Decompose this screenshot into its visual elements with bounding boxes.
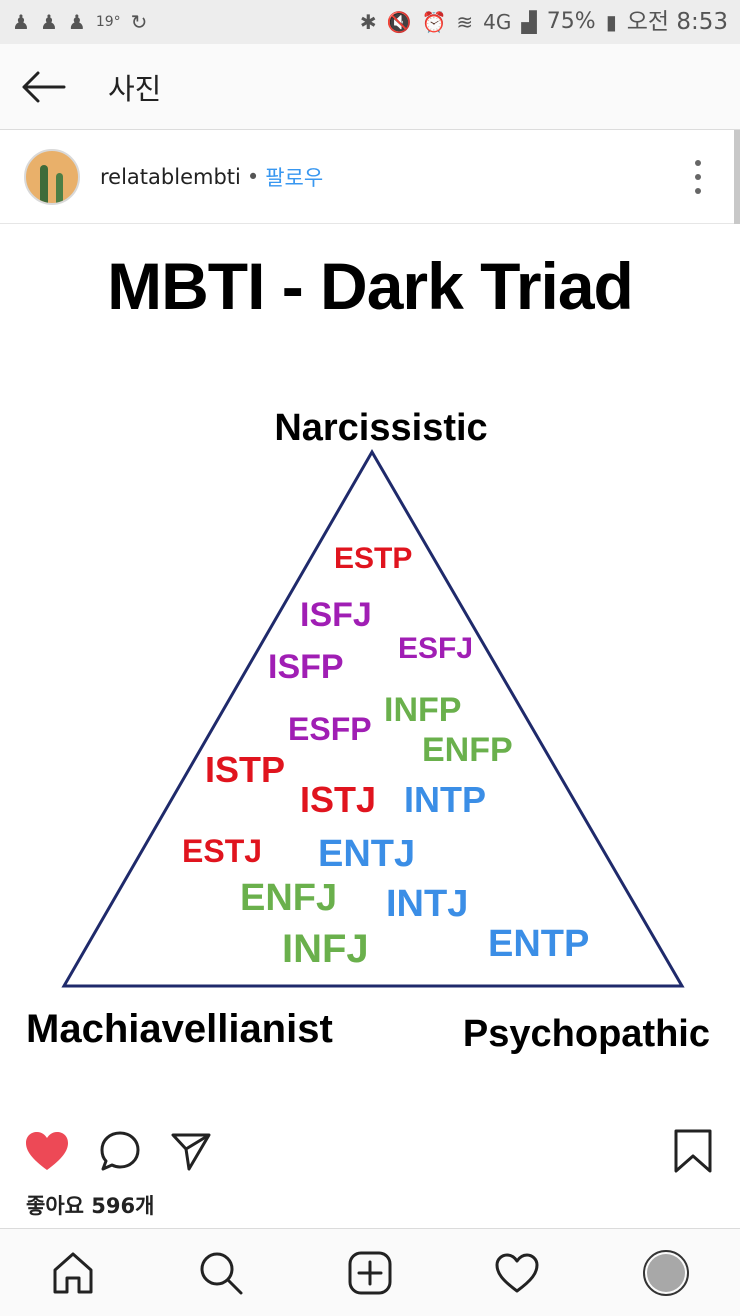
nav-profile[interactable] — [640, 1247, 692, 1299]
mbti-type-entj: ENTJ — [318, 833, 415, 875]
more-dots-icon — [695, 160, 701, 166]
bottom-nav — [0, 1228, 740, 1316]
comment-icon — [100, 1131, 140, 1171]
mbti-type-infp: INFP — [384, 691, 461, 729]
like-button[interactable] — [22, 1126, 72, 1176]
signal-icon: ▟ — [521, 10, 537, 34]
temperature-text: 19° — [95, 14, 121, 30]
comment-button[interactable] — [95, 1126, 145, 1176]
network-text: 4G — [483, 10, 512, 34]
mbti-type-isfp: ISFP — [268, 648, 344, 686]
send-icon — [171, 1133, 211, 1171]
save-button[interactable] — [668, 1126, 718, 1176]
mbti-type-esfp: ESFP — [288, 711, 372, 747]
follow-button[interactable]: 팔로우 — [265, 165, 324, 190]
triangle-outline — [61, 449, 685, 988]
update-icon: ↻ — [130, 10, 148, 34]
mbti-type-istj: ISTJ — [300, 779, 376, 820]
mbti-type-isfj: ISFJ — [300, 596, 372, 634]
mbti-type-infj: INFJ — [282, 927, 369, 971]
back-arrow-icon — [22, 71, 66, 102]
activity-heart-icon — [495, 1253, 539, 1293]
status-left: ♟ ♟ ♟ 19° ↻ — [12, 12, 147, 32]
mbti-type-intj: INTJ — [386, 883, 468, 925]
mbti-type-enfj: ENFJ — [240, 877, 337, 919]
nav-search[interactable] — [195, 1247, 247, 1299]
notification-icon: ♟ — [12, 10, 30, 34]
separator-dot: • — [246, 164, 260, 189]
mbti-type-intp: INTP — [404, 779, 486, 820]
heart-icon — [26, 1132, 68, 1170]
corner-label-bottom-right: Psychopathic — [463, 1013, 710, 1055]
bluetooth-icon: ✱ — [359, 10, 377, 34]
app-bar: 사진 — [0, 44, 740, 130]
battery-icon: ▮ — [605, 10, 617, 34]
page-title: 사진 — [108, 71, 162, 106]
battery-text: 75% — [546, 9, 596, 34]
home-icon — [53, 1252, 93, 1294]
nav-home[interactable] — [47, 1247, 99, 1299]
post-actions — [0, 1104, 740, 1194]
back-button[interactable] — [0, 44, 86, 130]
mbti-type-esfj: ESFJ — [398, 632, 473, 665]
more-options-button[interactable] — [688, 160, 708, 194]
nav-activity[interactable] — [491, 1247, 543, 1299]
alarm-icon: ⏰ — [421, 10, 447, 34]
mbti-type-enfp: ENFP — [422, 731, 513, 769]
mbti-type-entp: ENTP — [488, 923, 589, 965]
mute-icon: 🔇 — [386, 10, 412, 34]
mbti-type-estj: ESTJ — [182, 833, 262, 869]
nav-add-post[interactable] — [344, 1247, 396, 1299]
corner-label-bottom-left: Machiavellianist — [26, 1007, 333, 1051]
post-image[interactable]: MBTI - Dark Triad Narcissistic Machiavel… — [0, 224, 740, 1104]
mbti-type-labels: ESTP ISFJ ESFJ ISFP INFP ESFP ENFP ISTP ISTJ INTP… — [182, 542, 589, 971]
mbti-type-estp: ESTP — [334, 542, 412, 575]
notification-icon: ♟ — [39, 10, 58, 34]
image-title: MBTI - Dark Triad — [107, 249, 634, 323]
wifi-icon: ≋ — [456, 10, 474, 34]
mbti-type-istp: ISTP — [205, 749, 285, 790]
profile-icon — [643, 1250, 689, 1296]
likes-count[interactable]: 좋아요 596개 — [26, 1194, 155, 1218]
add-post-icon — [348, 1251, 392, 1295]
post-header: relatablembti • 팔로우 — [0, 130, 740, 224]
search-icon — [200, 1252, 243, 1295]
clock-text: 오전 8:53 — [626, 8, 728, 35]
corner-label-top: Narcissistic — [274, 407, 487, 449]
notification-icon: ♟ — [67, 10, 86, 34]
status-right: ✱ 🔇 ⏰ ≋ 4G ▟ 75% ▮ 오전 8:53 — [359, 8, 728, 35]
bookmark-icon — [674, 1129, 712, 1173]
share-button[interactable] — [166, 1126, 216, 1176]
username-link[interactable]: relatablembti — [100, 164, 241, 189]
status-bar: ♟ ♟ ♟ 19° ↻ ✱ 🔇 ⏰ ≋ 4G ▟ 75% ▮ 오전 8:53 — [0, 0, 740, 44]
dark-triad-diagram: Narcissistic Machiavellianist Psychopath… — [26, 407, 710, 1055]
avatar[interactable] — [24, 148, 80, 205]
